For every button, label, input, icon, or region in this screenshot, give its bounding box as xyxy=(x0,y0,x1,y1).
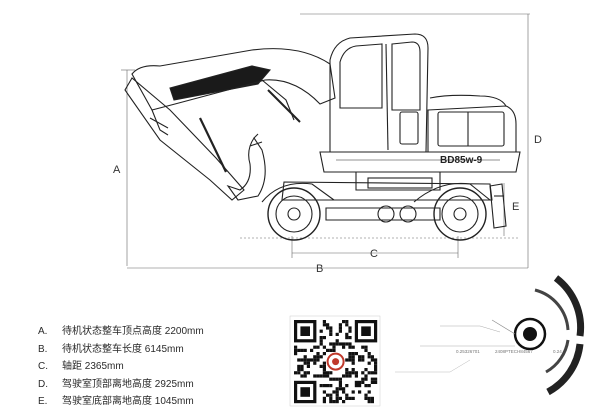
dim-letter-b: B xyxy=(316,263,324,275)
spec-row-d: D. 驾驶室顶部离地高度 2925mm xyxy=(38,378,194,390)
rear-wheel xyxy=(433,187,487,241)
spec-row-e: E. 驾驶室底部离地高度 1045mm xyxy=(38,396,194,408)
spec-list: A. 待机状态整车顶点高度 2200mm B. 待机状态整车长度 6145mm … xyxy=(38,322,278,410)
code-right: 0.24 xyxy=(553,349,562,354)
code-left: 0.25326701 xyxy=(456,349,480,354)
spec-row-c: C. 轴距 2365mm xyxy=(38,361,124,373)
cab-body xyxy=(319,33,521,191)
boom-band xyxy=(169,65,272,101)
spec-row-b: B. 待机状态整车长度 6145mm xyxy=(38,343,184,355)
boom-assembly xyxy=(124,48,336,201)
tech-dial-decoration xyxy=(395,275,585,396)
code-middle: 2408PTECH84567 xyxy=(495,349,533,354)
model-label: BD85w-9 xyxy=(440,155,483,166)
chassis xyxy=(261,181,507,241)
dim-letter-d: D xyxy=(534,134,542,146)
dim-letter-e: E xyxy=(512,201,520,213)
spec-row-a: A. 待机状态整车顶点高度 2200mm xyxy=(38,326,204,337)
dim-letter-a: A xyxy=(113,164,121,176)
front-wheel xyxy=(267,187,321,241)
dimension-lines xyxy=(121,13,530,269)
qr-code-icon xyxy=(289,315,381,407)
dim-letter-c: C xyxy=(370,248,378,260)
